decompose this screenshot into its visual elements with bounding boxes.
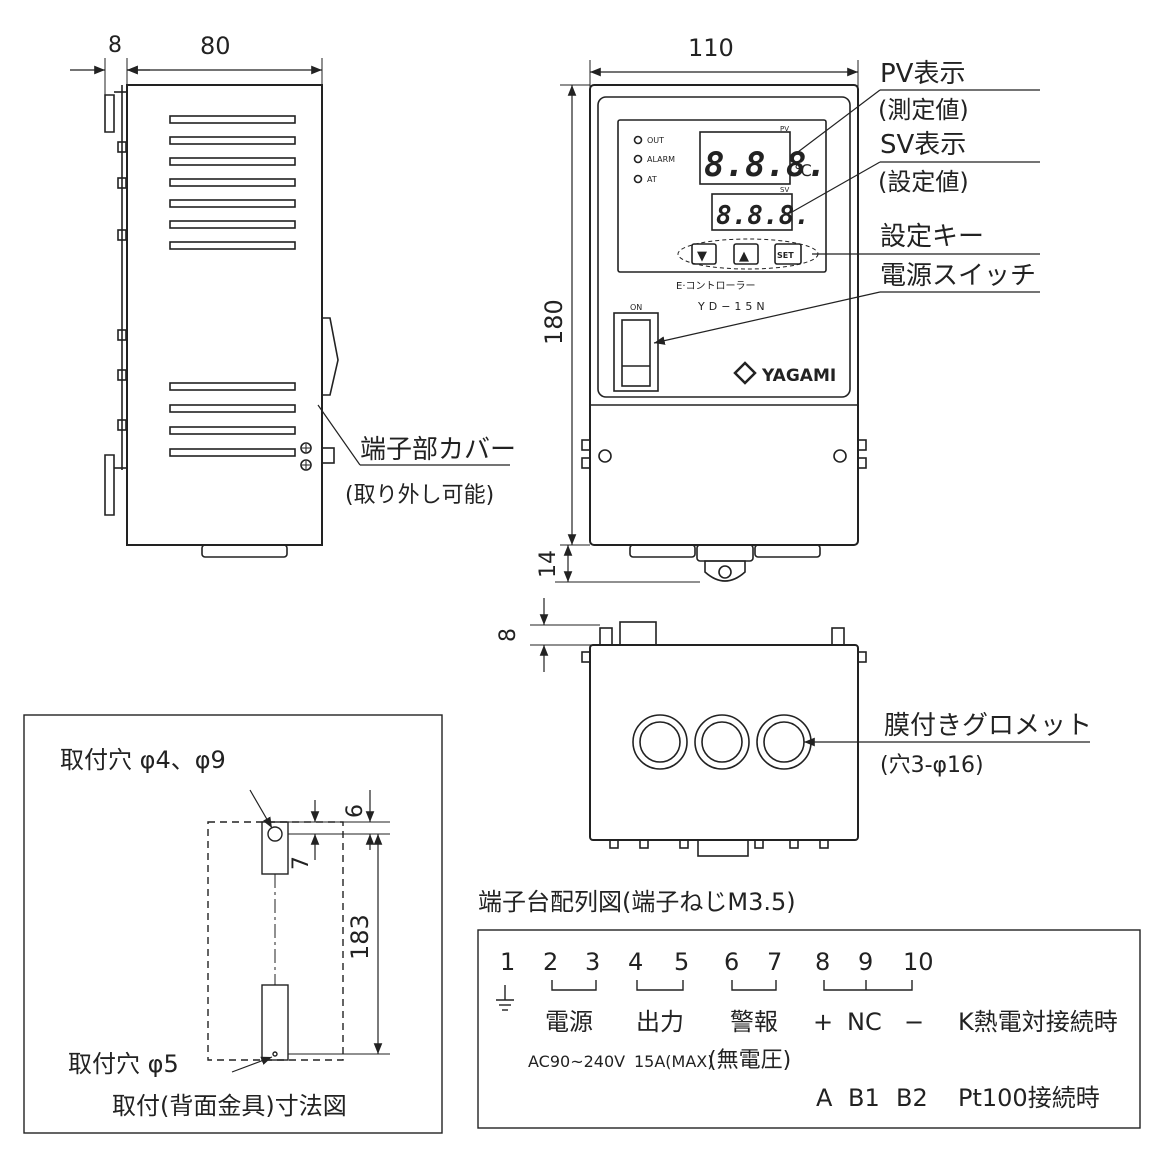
- key-label: 設定キー: [880, 222, 984, 252]
- k-conn-label: K熱電対接続時: [958, 1008, 1118, 1036]
- pt-a: A: [816, 1084, 833, 1112]
- side-view: [70, 58, 510, 558]
- side-dim-8: 8: [108, 33, 122, 58]
- terminal-number: 8: [815, 948, 830, 976]
- front-dim-180: 180: [540, 299, 568, 345]
- front-view: [555, 60, 1040, 583]
- spec-alarm: (無電圧): [708, 1048, 791, 1073]
- mount-view: [23, 714, 443, 1134]
- nc-label: NC: [847, 1008, 882, 1036]
- spec-output: 15A(MAX): [634, 1052, 714, 1071]
- terminal-number: 5: [674, 948, 689, 976]
- alarm-label: 警報: [730, 1008, 778, 1036]
- cover-label: 端子部カバー: [360, 435, 516, 465]
- bottom-dim-8: 8: [496, 628, 521, 642]
- grommet-note: (穴3-φ16): [880, 753, 984, 778]
- mount-hole-top: 取付穴 φ4、φ9: [60, 746, 226, 774]
- pt-b2: B2: [896, 1084, 928, 1112]
- mount-dim-7: 7: [289, 856, 314, 870]
- led-at-label: AT: [647, 175, 657, 184]
- switch-on-label: ON: [630, 303, 642, 312]
- sv-note: (設定値): [878, 168, 969, 196]
- terminal-number: 2: [543, 948, 558, 976]
- terminal-number: 7: [767, 948, 782, 976]
- terminal-number: 9: [858, 948, 873, 976]
- cover-note: (取り外し可能): [345, 483, 494, 508]
- pv-tag: PV: [780, 125, 789, 133]
- power-label: 電源: [545, 1008, 593, 1036]
- sv-display: 8.8.8.: [716, 201, 810, 231]
- pv-unit: ℃: [794, 161, 812, 180]
- bottom-view: [530, 598, 1090, 857]
- front-dim-110: 110: [688, 34, 734, 62]
- grommet-label: 膜付きグロメット: [884, 711, 1092, 741]
- front-dim-14: 14: [536, 550, 561, 578]
- down-key[interactable]: ▼: [697, 249, 707, 264]
- mount-caption: 取付(背面金具)寸法図: [112, 1092, 347, 1120]
- mount-dim-183: 183: [346, 914, 374, 960]
- led-alarm-label: ALARM: [647, 155, 675, 164]
- pv-label: PV表示: [880, 59, 965, 89]
- terminal-number: 3: [585, 948, 600, 976]
- terminal-number: 10: [903, 948, 934, 976]
- mount-dim-6: 6: [343, 804, 368, 818]
- pv-display: 8.8.8.: [704, 145, 827, 185]
- mount-hole-bottom: 取付穴 φ5: [68, 1050, 179, 1078]
- model-name: YD−15N: [697, 300, 769, 313]
- up-key[interactable]: ▲: [739, 249, 749, 264]
- minus-label: −: [904, 1008, 924, 1036]
- side-dim-80: 80: [200, 32, 231, 60]
- pt-conn-label: Pt100接続時: [958, 1084, 1100, 1112]
- pt-b1: B1: [848, 1084, 880, 1112]
- switch-label: 電源スイッチ: [880, 261, 1036, 291]
- output-label: 出力: [636, 1008, 684, 1036]
- plus-label: +: [813, 1008, 833, 1036]
- terminal-number: 4: [628, 948, 643, 976]
- set-key[interactable]: SET: [777, 251, 794, 260]
- led-out-label: OUT: [647, 136, 664, 145]
- terminal-number: 6: [724, 948, 739, 976]
- product-name: E·コントローラー: [676, 280, 756, 292]
- pv-note: (測定値): [878, 96, 969, 124]
- brand-logo: YAGAMI: [761, 366, 836, 386]
- terminal-title: 端子台配列図(端子ねじM3.5): [478, 888, 796, 916]
- spec-power: AC90~240V: [528, 1052, 625, 1071]
- sv-label: SV表示: [880, 130, 966, 160]
- terminal-diagram: [477, 929, 1141, 1129]
- terminal-number: 1: [500, 948, 515, 976]
- sv-tag: SV: [780, 186, 789, 194]
